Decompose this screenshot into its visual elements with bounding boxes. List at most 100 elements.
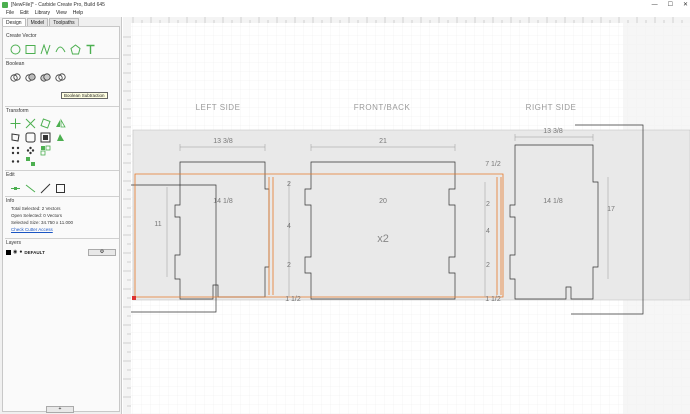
dim-left-tab-top: 2 [287,181,291,188]
menu-view[interactable]: View [55,10,67,16]
boolean-union-icon[interactable] [9,71,21,83]
divider [5,106,119,107]
info-open-selected: Open Selected: 0 Vectors [11,213,63,218]
boolean-intersect-icon[interactable] [24,71,36,83]
menu-library[interactable]: Library [34,10,50,16]
layer-color-swatch[interactable] [6,249,11,255]
menu-bar: File Edit Library View Help [0,9,690,17]
layer-lock-icon[interactable]: ● [19,249,23,255]
stock-material [132,129,690,301]
menu-help[interactable]: Help [72,10,84,16]
section-create-vector: Create Vector [6,33,37,39]
trim-icon[interactable] [24,182,36,194]
mirror-icon[interactable] [54,117,66,129]
maximize-button[interactable]: ☐ [667,2,673,8]
layer-settings-button[interactable]: ⚙ [88,248,116,256]
scale-icon[interactable] [24,117,36,129]
dimension-texts: 13 3/8 14 1/8 11 21 20 7 1/2 2 4 2 2 4 2… [154,128,615,303]
join-icon[interactable] [24,131,36,143]
dim-left-tab-mid: 4 [287,223,291,230]
label-left-side: LEFT SIDE [196,103,241,112]
divider [5,238,119,239]
label-right-side: RIGHT SIDE [526,103,577,112]
dim-left-top: 13 3/8 [213,138,233,145]
info-total-selected: Total Selected: 2 Vectors [11,206,61,211]
dim-right-height: 17 [607,206,615,213]
dim-right-top: 13 3/8 [543,128,563,135]
layout-icon[interactable] [24,155,36,167]
move-icon[interactable] [9,117,21,129]
label-front-back: FRONT/BACK [354,103,411,112]
dim-right-tab-bot: 2 [486,262,490,269]
design-canvas[interactable]: LEFT SIDE FRONT/BACK RIGHT SIDE [123,17,690,414]
divider [5,170,119,171]
curve-tool-icon[interactable] [54,43,66,55]
layer-name: DEFAULT [24,249,45,255]
polygon-tool-icon[interactable] [69,43,81,55]
section-transform: Transform [6,108,29,114]
dim-right-tab-mid: 4 [486,228,490,235]
top-ruler-ticks [132,17,683,23]
section-boolean: Boolean [6,61,25,67]
front-back-vector[interactable] [304,161,456,300]
left-ruler-ticks [123,36,131,407]
right-side-vector[interactable] [509,144,599,300]
canvas-svg[interactable]: LEFT SIDE FRONT/BACK RIGHT SIDE [123,17,690,414]
close-button[interactable]: ✕ [682,2,688,8]
boolean-tools [9,71,66,83]
boolean-subtract-icon[interactable] [54,71,66,83]
menu-file[interactable]: File [6,10,15,16]
dim-bottom-right: 1 1/2 [485,296,501,303]
right-side-outline-vector[interactable] [571,124,644,315]
rectangle-tool-icon[interactable] [24,43,36,55]
selected-vectors[interactable] [134,173,504,298]
section-layers: Layers [6,240,22,246]
tab-design[interactable]: Design [2,18,26,26]
offset-icon[interactable] [9,131,21,143]
minimize-button[interactable]: — [651,1,658,8]
add-layer-button[interactable]: + [46,406,74,413]
nest-icon[interactable] [39,144,51,156]
box-select-icon[interactable] [54,182,66,194]
layer-row[interactable]: ◉ ● DEFAULT ⚙ [6,248,116,256]
tab-toolpaths[interactable]: Toolpaths [49,18,79,26]
top-ruler[interactable] [123,17,690,23]
left-side-outline-vector[interactable] [131,184,217,313]
text-tool-icon[interactable] [84,43,96,55]
divider [5,58,119,59]
knife-icon[interactable] [39,182,51,194]
gear-icon: ⚙ [99,248,105,255]
app-logo-icon [2,1,8,8]
section-info: Info [6,198,15,204]
title-bar: [NewFile]* - Carbide Create Pro, Build 6… [0,0,690,9]
group-icon[interactable] [54,131,66,143]
polyline-tool-icon[interactable] [39,43,51,55]
boolean-weld-icon[interactable] [39,71,51,83]
menu-edit[interactable]: Edit [20,10,29,16]
create-vector-tools [9,43,96,55]
transform-tools-row4 [9,155,36,167]
dim-front-right-top: 7 1/2 [485,161,501,168]
distribute-icon[interactable] [9,155,21,167]
boolean-subtraction-tooltip: Boolean Subtraction [61,92,108,99]
circle-tool-icon[interactable] [9,43,21,55]
tab-model[interactable]: Model [26,18,49,26]
section-edit: Edit [6,172,15,178]
check-cutter-access-link[interactable]: Check Cutter Access [11,227,53,232]
dimension-lines [166,134,609,297]
node-edit-icon[interactable] [9,182,21,194]
align-icon[interactable] [39,131,51,143]
origin-marker-icon [132,296,136,300]
layer-visible-icon[interactable]: ◉ [13,249,18,255]
dim-left-height: 11 [154,221,161,228]
dim-right-tab-top: 2 [486,201,490,208]
dim-front-top: 21 [379,138,387,145]
circular-array-icon[interactable] [24,144,36,156]
dim-front-inner: 20 [379,198,387,205]
sidebar: Design Model Toolpaths Create Vector Boo… [0,17,122,414]
array-icon[interactable] [9,144,21,156]
window-title: [NewFile]* - Carbide Create Pro, Build 6… [11,1,105,8]
rotate-icon[interactable] [39,117,51,129]
label-x2: x2 [377,233,389,245]
left-ruler[interactable] [123,23,131,414]
